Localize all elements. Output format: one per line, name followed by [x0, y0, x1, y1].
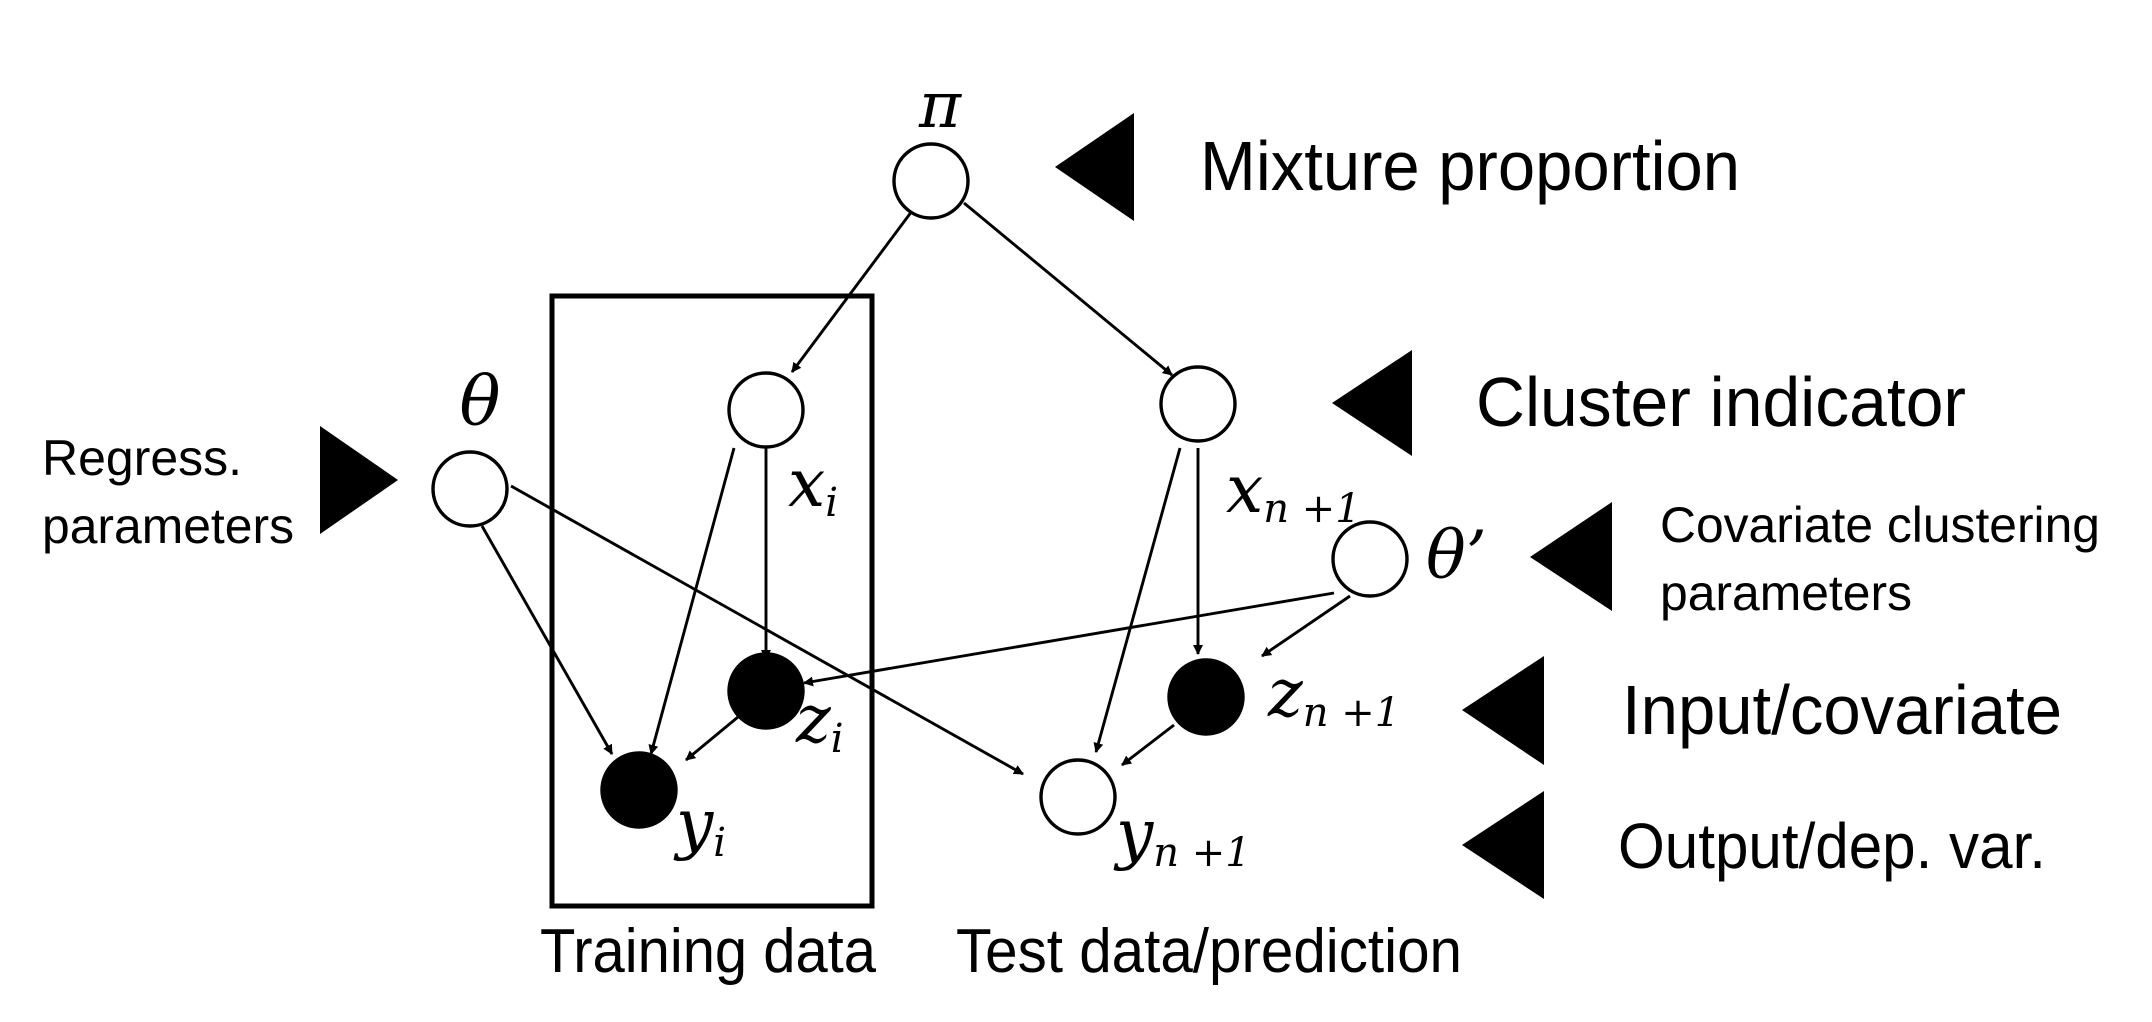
- label-z_n1: zn +1: [1267, 655, 1400, 736]
- pointer-regress-parameters: [320, 426, 398, 534]
- label-y_n1: yn +1: [1113, 795, 1251, 876]
- annotation-output-dep-var: Output/dep. var.: [1618, 810, 2046, 882]
- edge-theta_prime-to-z_i: [803, 591, 1335, 687]
- edge-theta-to-y_n1: [510, 484, 1024, 776]
- node-theta_prime: [1331, 520, 1409, 598]
- label-pi: π: [918, 69, 962, 143]
- edge-pi-to-x_n1: [963, 201, 1173, 377]
- pointer-output-dep-var: [1462, 791, 1544, 899]
- edge-theta-to-y_i: [480, 525, 614, 755]
- edge-pi-to-x_i: [790, 206, 917, 373]
- label-z_n1-base: z: [1267, 655, 1304, 732]
- label-x_i: xi: [788, 445, 838, 526]
- label-z_i-sub: i: [831, 716, 844, 762]
- edge-z_n1-to-y_n1: [1121, 723, 1175, 767]
- label-x_i-sub: i: [825, 480, 838, 526]
- label-y_i-sub: i: [713, 820, 726, 866]
- annotation-regress-line1: Regress.: [42, 430, 242, 486]
- caption-test-data-prediction: Test data/prediction: [956, 917, 1462, 986]
- node-z_i: [727, 652, 805, 730]
- edge-x_i-to-y_i: [648, 447, 736, 755]
- pointer-mixture-proportion: [1055, 113, 1134, 221]
- node-y_n1: [1039, 758, 1117, 836]
- annotation-input-covariate: Input/covariate: [1622, 671, 2062, 749]
- annotation-covariate-clustering-line1: Covariate clustering: [1660, 497, 2100, 553]
- label-y_i: yi: [673, 785, 726, 866]
- label-theta-prime: θ’: [1426, 517, 1487, 594]
- node-z_n1: [1167, 658, 1245, 736]
- annotation-regress-line2: parameters: [42, 498, 294, 554]
- node-pi: [892, 142, 970, 220]
- label-x_n1: xn +1: [1226, 451, 1361, 532]
- edge-x_n1-to-y_n1: [1093, 447, 1182, 753]
- pointer-cluster-indicator: [1332, 350, 1412, 456]
- annotation-mixture-proportion: Mixture proportion: [1200, 127, 1740, 205]
- node-x_i: [727, 371, 805, 449]
- label-y_n1-base: y: [1113, 795, 1154, 872]
- node-theta: [431, 450, 509, 528]
- pointer-covariate-clustering: [1530, 502, 1612, 611]
- node-y_i: [600, 751, 678, 829]
- pointer-input-covariate: [1462, 656, 1544, 765]
- label-z_i-base: z: [795, 681, 832, 758]
- node-x_n1: [1159, 365, 1237, 443]
- label-z_i: zi: [795, 681, 844, 762]
- label-theta: θ: [460, 363, 501, 442]
- label-z_n1-sub: n +1: [1303, 690, 1400, 736]
- label-x_n1-sub: n +1: [1263, 486, 1360, 532]
- edge-theta_prime-to-z_n1: [1261, 594, 1351, 658]
- label-y_n1-sub: n +1: [1153, 830, 1250, 876]
- annotation-covariate-clustering-line2: parameters: [1660, 565, 1912, 621]
- label-y_i-base: y: [673, 785, 714, 862]
- annotation-cluster-indicator: Cluster indicator: [1476, 363, 1966, 441]
- edge-z_i-to-y_i: [685, 715, 739, 762]
- label-x_i-base: x: [788, 445, 825, 522]
- edges: [480, 201, 1351, 776]
- training-data-plate: [549, 293, 875, 909]
- caption-training-data: Training data: [540, 917, 876, 986]
- label-x_n1-base: x: [1226, 451, 1263, 528]
